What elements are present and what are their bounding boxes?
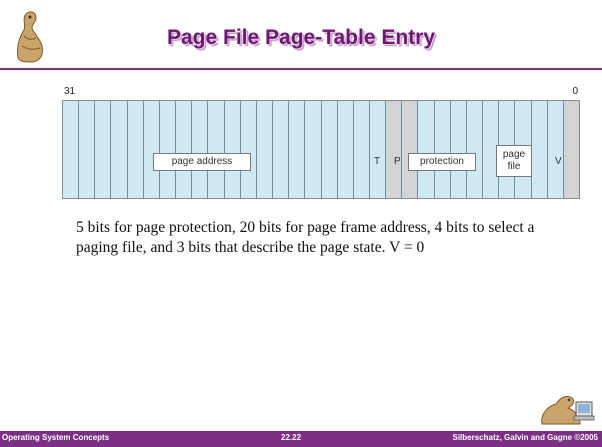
bit-cell <box>63 101 80 198</box>
dinosaur-logo-icon <box>17 11 43 63</box>
bit-cell <box>79 101 96 198</box>
bit-cell-p <box>402 101 419 198</box>
bit-cell <box>176 101 193 198</box>
footer-slide-number: 22.22 <box>281 433 302 442</box>
bit-cell <box>127 101 144 198</box>
slide-title: Page File Page-Table Entry <box>166 26 436 49</box>
bit-cell <box>353 101 370 198</box>
dinosaur-computer-icon <box>541 395 595 425</box>
bit-cell <box>418 101 435 198</box>
bit-cell <box>256 101 274 198</box>
bit-cell <box>321 101 338 198</box>
bit-cell <box>369 101 387 198</box>
footer-copyright: Silberschatz, Galvin and Gagne ©2005 <box>452 433 598 442</box>
footer-band <box>0 431 602 447</box>
register-bits: page address T P protection page file V <box>62 100 580 199</box>
bit-cell <box>305 101 322 198</box>
bit-cell <box>450 101 467 198</box>
bit-cell <box>208 101 225 198</box>
page-file-label: page file <box>496 145 532 177</box>
bit-cell <box>289 101 306 198</box>
p-bit-label: P <box>394 156 401 167</box>
footer-course-title: Operating System Concepts <box>2 433 110 442</box>
bit-cell-t <box>386 101 403 198</box>
bit-cell <box>273 101 290 198</box>
bit-cell <box>143 101 160 198</box>
bit-cell <box>240 101 257 198</box>
bit-0-label: 0 <box>572 86 578 97</box>
t-bit-label: T <box>374 156 381 167</box>
bit-cell <box>547 101 564 198</box>
v-bit-label: V <box>555 156 562 167</box>
bit-cell <box>111 101 128 198</box>
protection-label: protection <box>408 153 476 171</box>
bit-cell <box>337 101 354 198</box>
bit-cell <box>466 101 484 198</box>
bit-31-label: 31 <box>64 86 76 97</box>
body-text: 5 bits for page protection, 20 bits for … <box>76 219 535 256</box>
page-address-label: page address <box>153 153 251 171</box>
bit-cell-v <box>563 101 579 198</box>
bit-cell <box>95 101 112 198</box>
bit-cell <box>192 101 209 198</box>
header-divider <box>0 68 602 70</box>
page-table-entry-diagram: 31 0 <box>62 84 580 199</box>
bit-cell <box>159 101 177 198</box>
bit-cell <box>531 101 548 198</box>
header-band <box>0 0 602 68</box>
bit-cell <box>434 101 451 198</box>
bit-cell <box>224 101 241 198</box>
bit-cells <box>63 101 579 198</box>
